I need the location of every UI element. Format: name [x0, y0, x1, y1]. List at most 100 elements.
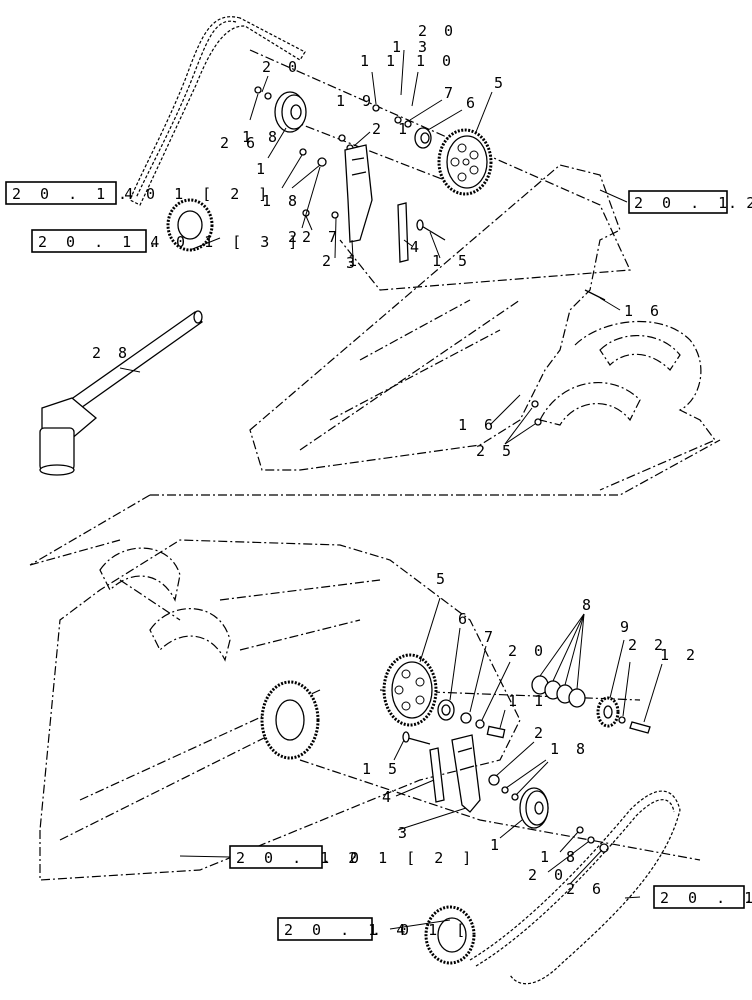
bottom-axis-line — [299, 689, 701, 861]
ref-box-label: 2 0 . 1 4 — [12, 185, 138, 203]
callout-6: 6 — [458, 610, 471, 628]
bottom-auger-2 — [149, 608, 231, 662]
top-washer-18 — [299, 148, 307, 156]
callout-16a: 1 6 — [624, 302, 663, 320]
top-washer-7 — [404, 120, 412, 128]
callout-4: 4 — [410, 238, 423, 256]
bottom-auger-1 — [99, 547, 181, 602]
ref-box-label: 2 0 . 1 4 — [660, 889, 752, 907]
callout-26: 2 6 — [220, 134, 259, 152]
callout-20: 2 0 — [418, 22, 457, 40]
ref-20-12-0[interactable]: 2 0 . 1 2 . 0 — [628, 190, 752, 214]
callout-27: 2 7 — [302, 228, 341, 246]
callout-25: 2 5 — [476, 442, 515, 460]
callouts-top: 2 0 1 3 1 1 1 0 7 2 0 5 1 9 6 2 1 2 6 1 … — [92, 22, 663, 460]
top-auger-flight-2 — [599, 334, 681, 371]
callout-5: 5 — [436, 570, 449, 588]
leader-lines — [119, 49, 663, 930]
top-nut-25b — [534, 418, 542, 426]
ref-tail-label: . 0 1 [ 2 ] — [322, 849, 476, 867]
top-bracket — [344, 144, 373, 243]
bottom-frame-detail — [59, 579, 381, 841]
callouts-bottom: 5 6 7 2 0 8 9 2 2 1 2 1 1 2 1 8 1 5 4 3 … — [362, 570, 699, 898]
separator-line — [29, 439, 721, 566]
top-nut-19 — [338, 134, 346, 142]
ref-20-12-01-2[interactable]: 2 0 . 1 2 . 0 1 [ 2 ] — [229, 845, 476, 869]
bottom-idler-pulley — [519, 787, 549, 829]
bottom-washer-18b — [576, 826, 584, 834]
callout-11: 1 1 — [508, 692, 547, 710]
callout-18: 1 8 — [550, 740, 589, 758]
ref-tail-label: . 0 1 [ 2 ] — [118, 185, 272, 203]
ref-20-14-01-2[interactable]: 2 0 . 1 4 . 0 1 [ 2 ] — [5, 181, 272, 205]
top-washer-20 — [264, 92, 272, 100]
bottom-washer-22 — [618, 716, 626, 724]
top-idler-pulley — [274, 91, 307, 133]
ref-box-label: 2 0 . 1 4 — [38, 233, 164, 251]
bottom-tensioner-rod — [429, 747, 445, 803]
bottom-bolt-12 — [629, 721, 651, 734]
callout-5: 5 — [494, 74, 507, 92]
callout-28: 2 8 — [92, 344, 131, 362]
bottom-drive-gear — [382, 653, 438, 727]
callout-7: 7 — [444, 84, 457, 102]
bottom-spacer-2 — [488, 774, 500, 786]
callout-4: 4 — [382, 788, 395, 806]
top-chain-inner — [135, 20, 237, 199]
top-nut-25a — [531, 400, 539, 408]
top-axis-line-2 — [289, 119, 471, 191]
ref-box-label: 2 0 . 1 2 — [236, 849, 362, 867]
top-nut-26 — [254, 86, 262, 94]
bottom-bracket — [451, 734, 481, 813]
callout-15: 1 5 — [432, 252, 471, 270]
callout-12: 1 2 — [660, 646, 699, 664]
ref-20-14-01-3[interactable]: 2 0 . 1 4 . 0 1 [ 3 ] — [31, 229, 302, 253]
top-drive-gear — [437, 128, 493, 196]
top-frame-detail — [299, 299, 521, 451]
top-bolt-11 — [372, 104, 380, 112]
ref-20-14-01-bottom[interactable]: 2 0 . 1 4 . 0 1 [ — [277, 917, 470, 941]
callout-10: 1 0 — [416, 52, 455, 70]
callout-18: 1 8 — [262, 192, 301, 210]
callout-21b: 2 1 — [322, 252, 361, 270]
callout-11: 1 1 — [360, 52, 399, 70]
callout-15: 1 5 — [362, 760, 401, 778]
auger-tool-28 — [39, 310, 203, 476]
bottom-chain-loop — [469, 790, 681, 985]
callout-2: 2 — [534, 724, 547, 742]
bottom-washer-18 — [501, 786, 509, 794]
top-spacer-2 — [317, 157, 327, 167]
top-frame-outline — [249, 164, 621, 471]
ref-tail-label: . 0 — [728, 194, 752, 212]
top-auger-drum — [574, 320, 716, 491]
callout-3: 3 — [346, 254, 359, 272]
top-auger-flight — [539, 382, 641, 426]
callout-1: 1 — [490, 836, 503, 854]
bottom-sprocket-9 — [596, 696, 620, 728]
callout-26: 2 6 — [566, 880, 605, 898]
callout-18-top: 1 8 — [242, 128, 281, 146]
callout-8: 8 — [582, 596, 595, 614]
ref-20-14-right[interactable]: 2 0 . 1 4 . — [653, 885, 752, 909]
bottom-washers-8 — [531, 675, 586, 708]
callout-9: 9 — [620, 618, 633, 636]
callout-20b: 2 0 — [262, 58, 301, 76]
callout-19: 1 9 — [336, 92, 375, 110]
callout-7: 7 — [484, 628, 497, 646]
top-pin-16 — [584, 289, 606, 301]
callout-6: 6 — [466, 94, 479, 112]
ref-box-label: 2 0 . 1 4 — [284, 921, 410, 939]
ref-tail-label: . 0 1 [ — [372, 921, 470, 939]
bottom-washer-20 — [475, 719, 485, 729]
bottom-bolt-15 — [407, 737, 431, 745]
ref-tail-label: . 0 1 [ 3 ] — [148, 233, 302, 251]
callout-2: 2 — [288, 228, 301, 246]
callout-20: 2 0 — [508, 642, 547, 660]
callout-13: 1 3 — [392, 38, 431, 56]
bottom-frame-outline — [39, 539, 521, 881]
callout-16b: 1 6 — [458, 416, 497, 434]
callout-21: 2 1 — [372, 120, 411, 138]
callout-1: 1 — [256, 160, 269, 178]
bottom-frame-sprocket — [260, 680, 320, 760]
bottom-bolt-11 — [486, 725, 506, 739]
